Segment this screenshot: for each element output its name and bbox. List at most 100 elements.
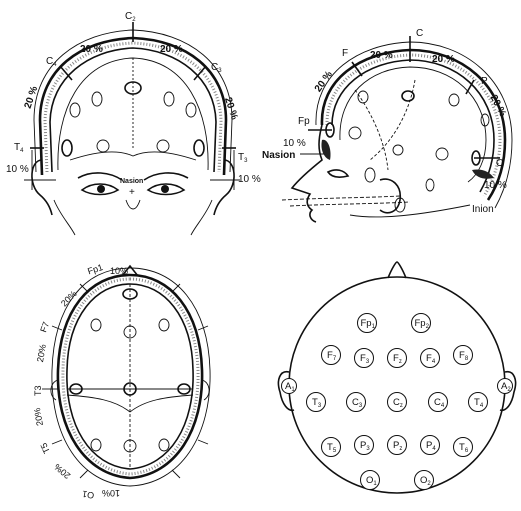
front-label-c3: C3 bbox=[211, 62, 222, 74]
side-neck bbox=[350, 205, 470, 217]
electrode-a1: A1 bbox=[282, 379, 297, 394]
front-view-panel: + Nasion C2 C4 C3 T4 T3 20 % 20 % 20 % 2… bbox=[6, 11, 261, 235]
top-tick bbox=[198, 440, 208, 444]
side-electrode bbox=[393, 145, 403, 155]
side-central-line bbox=[370, 80, 415, 160]
electrode-f7: F7 bbox=[322, 346, 341, 365]
electrode-p3: P3 bbox=[355, 436, 374, 455]
electrode-c3: C3 bbox=[347, 393, 366, 412]
top-cross-curve-right bbox=[130, 395, 193, 412]
front-pct-10-right: 10 % bbox=[238, 174, 261, 185]
side-brain bbox=[340, 67, 486, 182]
top-cross-curve-left bbox=[67, 395, 130, 412]
side-label-fp: Fp bbox=[298, 116, 310, 127]
top-label-fp1: Fp1 bbox=[86, 262, 104, 276]
front-electrode-t3 bbox=[194, 140, 204, 156]
top-measure-contour bbox=[52, 268, 210, 486]
front-label-t4: T4 bbox=[14, 142, 24, 154]
side-label-o: O bbox=[496, 158, 504, 169]
side-electrode bbox=[365, 168, 375, 182]
electrode-fp2: Fp2 bbox=[412, 314, 431, 333]
side-jaw-dash bbox=[282, 196, 400, 200]
side-dark-front bbox=[321, 140, 330, 160]
side-pct-10-left: 10 % bbox=[283, 138, 306, 149]
front-tentorium bbox=[70, 152, 196, 160]
top-electrode bbox=[91, 439, 101, 451]
top-label-f7: F7 bbox=[38, 320, 51, 333]
electrode-f3: F3 bbox=[355, 349, 374, 368]
side-pct-left: 20 % bbox=[313, 69, 335, 94]
electrode-t5: T5 bbox=[322, 438, 341, 457]
front-electrode bbox=[186, 103, 196, 117]
front-pct-top-left: 20 % bbox=[80, 44, 103, 55]
side-inion: Inion bbox=[472, 204, 494, 215]
front-label-c2: C2 bbox=[125, 11, 136, 23]
side-nasion: Nasion bbox=[262, 150, 295, 161]
top-tick bbox=[172, 470, 180, 478]
electrode-fz: Fz bbox=[388, 349, 407, 368]
top-tick bbox=[52, 326, 62, 330]
front-electrode bbox=[70, 103, 80, 117]
electrode-o2: O2 bbox=[415, 471, 434, 490]
map-head-outline bbox=[289, 277, 505, 493]
side-pct-top-right: 20 % bbox=[432, 54, 455, 65]
front-left-iris bbox=[97, 185, 105, 193]
side-dark-region bbox=[472, 169, 494, 178]
front-electrode bbox=[164, 92, 174, 106]
front-right-brow bbox=[144, 173, 188, 180]
side-label-p: P bbox=[481, 76, 488, 87]
front-pct-left: 20 % bbox=[23, 85, 41, 110]
top-electrode bbox=[159, 439, 169, 451]
front-pct-10-left: 10 % bbox=[6, 164, 29, 175]
top-tick bbox=[80, 470, 88, 478]
side-electrode bbox=[449, 94, 459, 106]
front-electrode bbox=[92, 92, 102, 106]
top-label-t3: T3 bbox=[33, 385, 43, 396]
electrode-o1: O1 bbox=[361, 471, 380, 490]
side-skull-stipple bbox=[327, 55, 500, 196]
side-skull-inner bbox=[332, 60, 494, 192]
side-label-f: F bbox=[342, 48, 348, 59]
map-nose-icon bbox=[388, 262, 406, 278]
electrode-f4: F4 bbox=[421, 349, 440, 368]
electrode-c4: C4 bbox=[429, 393, 448, 412]
electrode-t3: T3 bbox=[307, 393, 326, 412]
front-electrode bbox=[97, 140, 109, 152]
side-electrode bbox=[349, 127, 361, 139]
top-electrode bbox=[159, 319, 169, 331]
top-label-t5: T5 bbox=[38, 441, 52, 455]
electrode-a2: A2 bbox=[498, 379, 513, 394]
electrode-f8: F8 bbox=[454, 346, 473, 365]
top-label-o1: O1 bbox=[81, 489, 95, 501]
top-skull-stipple bbox=[63, 279, 198, 474]
front-nasion-label: Nasion bbox=[120, 178, 143, 185]
top-pct-10-bottom: 10% bbox=[102, 488, 120, 498]
side-electrode bbox=[436, 148, 448, 160]
top-tick bbox=[172, 284, 180, 292]
electrode-p4: P4 bbox=[421, 436, 440, 455]
side-electrode bbox=[426, 179, 434, 191]
side-pct-10-right: 10 % bbox=[484, 180, 507, 191]
top-view-panel: Fp1 10% 20% F7 20% T3 20% T5 20% O1 10% bbox=[32, 262, 210, 501]
side-pct-top-left: 20 % bbox=[370, 50, 393, 61]
side-label-c: C bbox=[416, 28, 423, 39]
front-pct-top-right: 20 % bbox=[160, 44, 183, 55]
front-right-iris bbox=[161, 185, 169, 193]
top-pct-20-c: 20% bbox=[32, 407, 45, 426]
top-electrode bbox=[91, 319, 101, 331]
electrode-cz: Cz bbox=[388, 393, 407, 412]
electrode-fp1: Fp1 bbox=[358, 314, 377, 333]
front-nasion-cross: + bbox=[129, 187, 135, 198]
top-pct-10-top: 10% bbox=[110, 266, 128, 276]
electrode-t6: T6 bbox=[454, 438, 473, 457]
front-label-t3: T3 bbox=[238, 152, 248, 164]
front-label-c4: C4 bbox=[46, 56, 57, 68]
side-view-panel: F C P Fp O 20 % 20 % 20 % 20 % 10 % 10 %… bbox=[262, 28, 512, 222]
top-pct-20-d: 20% bbox=[52, 462, 72, 481]
side-eye bbox=[328, 170, 348, 177]
front-electrode-t4 bbox=[62, 140, 72, 156]
side-electrode bbox=[358, 91, 368, 103]
